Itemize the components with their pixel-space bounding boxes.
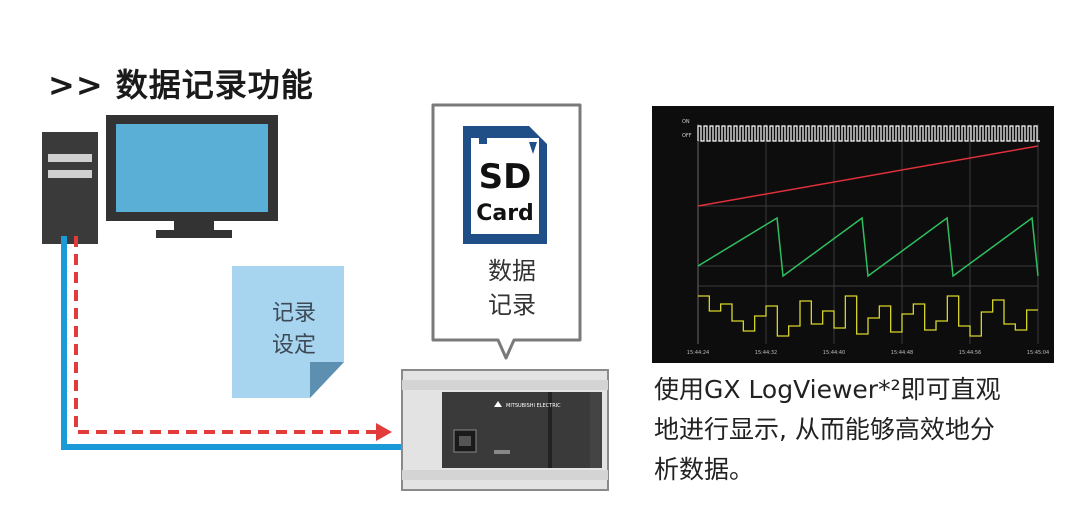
- x-tick-label: 15:44:48: [891, 350, 913, 356]
- series-label-off: OFF: [682, 133, 692, 139]
- noise-series-line: [698, 295, 1038, 337]
- red-dashed-line: [74, 236, 376, 434]
- log-viewer-chart: 15:44:24 15:44:32 15:44:40 15:44:48 15:44:56…: [652, 106, 1054, 363]
- x-tick-label: 15:44:32: [755, 350, 777, 356]
- plc-unit: MITSUBISHI ELECTRIC: [401, 369, 609, 491]
- page-title: >> 数据记录功能: [48, 66, 314, 104]
- caption-line-3: 析数据。: [654, 455, 755, 484]
- sd-label: SD: [479, 157, 532, 197]
- document-icon: [232, 266, 344, 398]
- x-tick-label: 15:45:04: [1027, 350, 1049, 356]
- x-tick-label: 15:44:24: [687, 350, 709, 356]
- bubble-label: 数据 记录: [488, 257, 536, 319]
- card-label: Card: [476, 201, 534, 226]
- x-tick-label: 15:44:56: [959, 350, 981, 356]
- caption-line-2: 地进行显示, 从而能够高效地分: [654, 415, 995, 444]
- x-tick-label: 15:44:40: [823, 350, 845, 356]
- computer-icon: [42, 115, 278, 244]
- document-label: 记录 设定: [271, 301, 316, 358]
- pulse-series-line: [697, 125, 1040, 142]
- series-label-on: ON: [682, 119, 690, 125]
- caption-line-1: 使用GX LogViewer*²即可直观: [654, 375, 1001, 404]
- ramp-series-line: [697, 145, 1039, 207]
- caption-text: 使用GX LogViewer*²即可直观 地进行显示, 从而能够高效地分 析数据…: [654, 370, 1054, 490]
- sawtooth-series-line: [697, 216, 1039, 278]
- sd-card-icon: SD Card: [463, 126, 547, 244]
- plc-brand-label: MITSUBISHI ELECTRIC: [506, 403, 561, 409]
- red-arrow-head: [376, 423, 392, 441]
- mitsubishi-logo-icon: [494, 401, 502, 407]
- chart-canvas: 15:44:24 15:44:32 15:44:40 15:44:48 15:44:56…: [652, 106, 1054, 363]
- blue-cable-line: [61, 236, 470, 450]
